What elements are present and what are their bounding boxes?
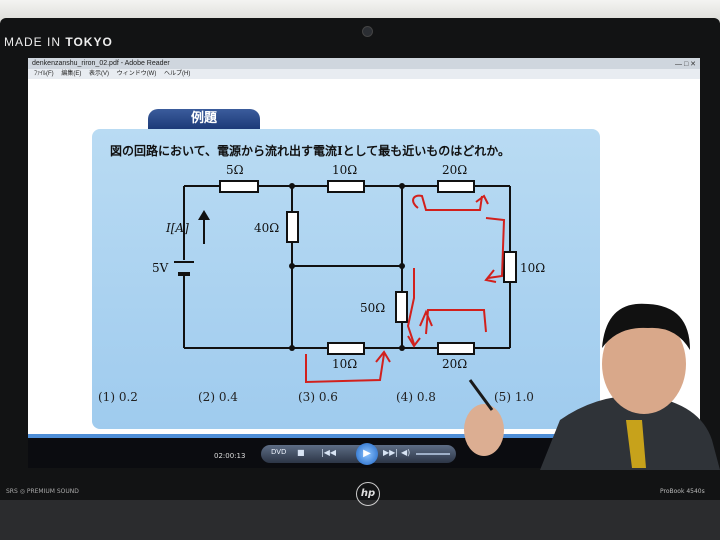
window-title: denkenzanshu_riron_02.pdf - Adobe Reader (32, 60, 170, 67)
resistor-vert-mid (395, 291, 408, 323)
resistor-top-left (219, 180, 259, 193)
label-top-mid: 10Ω (332, 163, 357, 177)
voltage-source (174, 261, 194, 276)
circuit-diagram: 5V I[A] 5Ω 10Ω 20Ω 40Ω (152, 163, 545, 384)
menu-edit[interactable]: 編集(E) (61, 71, 82, 77)
label-vert-left: 40Ω (254, 221, 279, 235)
screen: denkenzanshu_riron_02.pdf - Adobe Reader… (28, 58, 700, 468)
resistor-top-mid (327, 180, 365, 193)
example-label: 例題 (148, 109, 260, 129)
answer-option-1: (1) 0.2 (98, 390, 138, 404)
next-button[interactable]: ▶▶| (383, 448, 398, 457)
speaker-label: SRS ◎ PREMIUM SOUND (6, 488, 79, 495)
made-in-label: MADE IN TOKYO (4, 35, 113, 49)
label-bottom-right: 20Ω (442, 357, 467, 371)
menu-view[interactable]: 表示(V) (89, 71, 110, 77)
resistor-vert-right (503, 251, 517, 283)
menu-bar: ﾌｧｲﾙ(F) 編集(E) 表示(V) ウィンドウ(W) ヘルプ(H) (28, 69, 700, 79)
volume-icon[interactable]: ◀) (401, 448, 411, 457)
window-titlebar: denkenzanshu_riron_02.pdf - Adobe Reader… (28, 58, 700, 69)
answer-option-3: (3) 0.6 (298, 390, 338, 404)
dvd-menu-button[interactable]: DVD (271, 448, 287, 456)
answer-option-2: (2) 0.4 (198, 390, 238, 404)
play-button[interactable]: ▶ (356, 443, 378, 465)
question-text: 図の回路において、電源から流れ出す電流Iとして最も近いものはどれか。 (110, 144, 511, 158)
background-wall (0, 0, 720, 22)
hp-logo: hp (356, 482, 380, 506)
answer-option-4: (4) 0.8 (396, 390, 436, 404)
label-bottom-mid: 10Ω (332, 357, 357, 371)
stop-button[interactable]: ■ (297, 448, 305, 457)
previous-button[interactable]: |◀◀ (321, 448, 336, 457)
menu-help[interactable]: ヘルプ(H) (164, 71, 191, 77)
resistor-vert-left (286, 211, 299, 243)
model-label: ProBook 4540s (660, 488, 705, 495)
webcam-icon (362, 26, 373, 37)
resistor-bottom-mid (327, 342, 365, 355)
label-top-right: 20Ω (442, 163, 467, 177)
red-annotations (305, 194, 506, 384)
label-vert-right: 10Ω (520, 261, 545, 275)
seek-bar-progress (28, 434, 613, 438)
label-vert-mid: 50Ω (360, 301, 385, 315)
volume-slider[interactable] (416, 453, 450, 455)
transport-bar: DVD ■ |◀◀ ▶ ▶▶| ◀) (261, 443, 456, 465)
elapsed-time: 02:00:13 (214, 452, 246, 460)
current-arrow-icon (198, 210, 210, 244)
current-label: I[A] (165, 221, 189, 235)
answer-option-5: (5) 1.0 (494, 390, 534, 404)
seek-bar[interactable] (28, 434, 700, 438)
laptop-base (0, 500, 720, 540)
menu-file[interactable]: ﾌｧｲﾙ(F) (34, 71, 54, 77)
menu-window[interactable]: ウィンドウ(W) (116, 71, 157, 77)
label-top-left: 5Ω (226, 163, 244, 177)
resistor-top-right (437, 180, 475, 193)
source-label: 5V (152, 261, 169, 275)
window-controls[interactable]: — □ ✕ (675, 61, 696, 68)
resistor-bottom-right (437, 342, 475, 355)
